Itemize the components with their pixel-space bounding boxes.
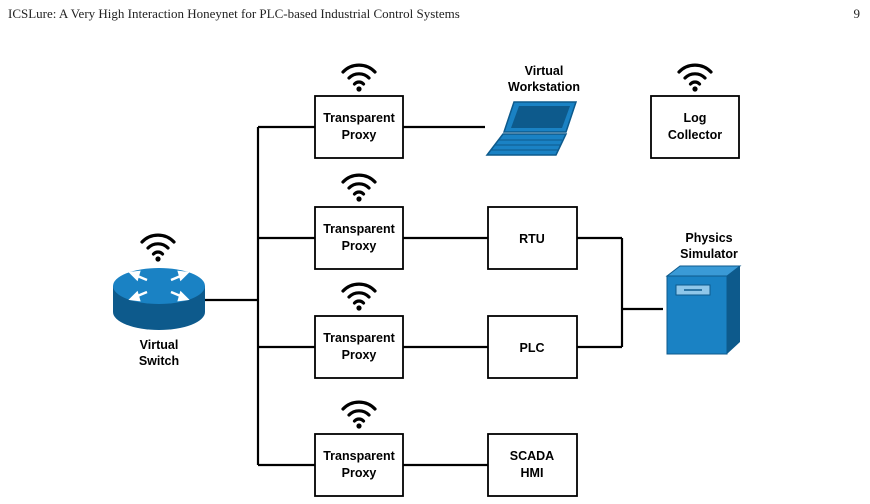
rtu-box: RTU [487,206,578,270]
wifi-icon [341,400,377,431]
proxy-3: Transparent Proxy [314,282,404,379]
proxy-label-2: Proxy [342,128,377,142]
proxy-label-1: Transparent [323,111,395,125]
laptop-icon [485,101,578,156]
physics-label-1: Physics [685,231,732,245]
switch-label-2: Switch [139,354,179,368]
proxy-2: Transparent Proxy [314,173,404,270]
scada-label-2: HMI [521,466,544,480]
connection-lines [205,125,663,467]
proxy-label-2: Proxy [342,466,377,480]
page-header: ICSLure: A Very High Interaction Honeyne… [0,4,870,24]
plc-label: PLC [520,341,545,355]
virtual-switch: Virtual Switch [113,233,205,368]
wifi-icon [341,173,377,204]
physics-label-2: Simulator [680,247,738,261]
workstation-label-2: Workstation [508,80,580,94]
log-collector-label-1: Log [684,111,707,125]
wifi-icon [341,282,377,313]
switch-label-1: Virtual [140,338,179,352]
rtu-label: RTU [519,232,545,246]
proxy-label-1: Transparent [323,222,395,236]
router-icon [113,268,205,330]
server-icon [665,265,742,355]
page-number: 9 [853,6,861,21]
log-collector-label-2: Collector [668,128,722,142]
workstation-label-1: Virtual [525,64,564,78]
proxy-label-2: Proxy [342,348,377,362]
wifi-icon [140,233,176,264]
physics-simulator: Physics Simulator [665,231,742,355]
proxy-label-2: Proxy [342,239,377,253]
wifi-icon [677,63,713,94]
running-title: ICSLure: A Very High Interaction Honeyne… [8,6,460,21]
proxy-label-1: Transparent [323,449,395,463]
plc-box: PLC [487,315,578,379]
virtual-workstation: Virtual Workstation [485,64,580,156]
proxy-4: Transparent Proxy [314,400,404,497]
wifi-icon [341,63,377,94]
proxy-1: Transparent Proxy [314,63,404,159]
log-collector: Log Collector [650,63,740,159]
proxy-label-1: Transparent [323,331,395,345]
scada-label-1: SCADA [510,449,554,463]
scada-hmi-box: SCADA HMI [487,433,578,497]
